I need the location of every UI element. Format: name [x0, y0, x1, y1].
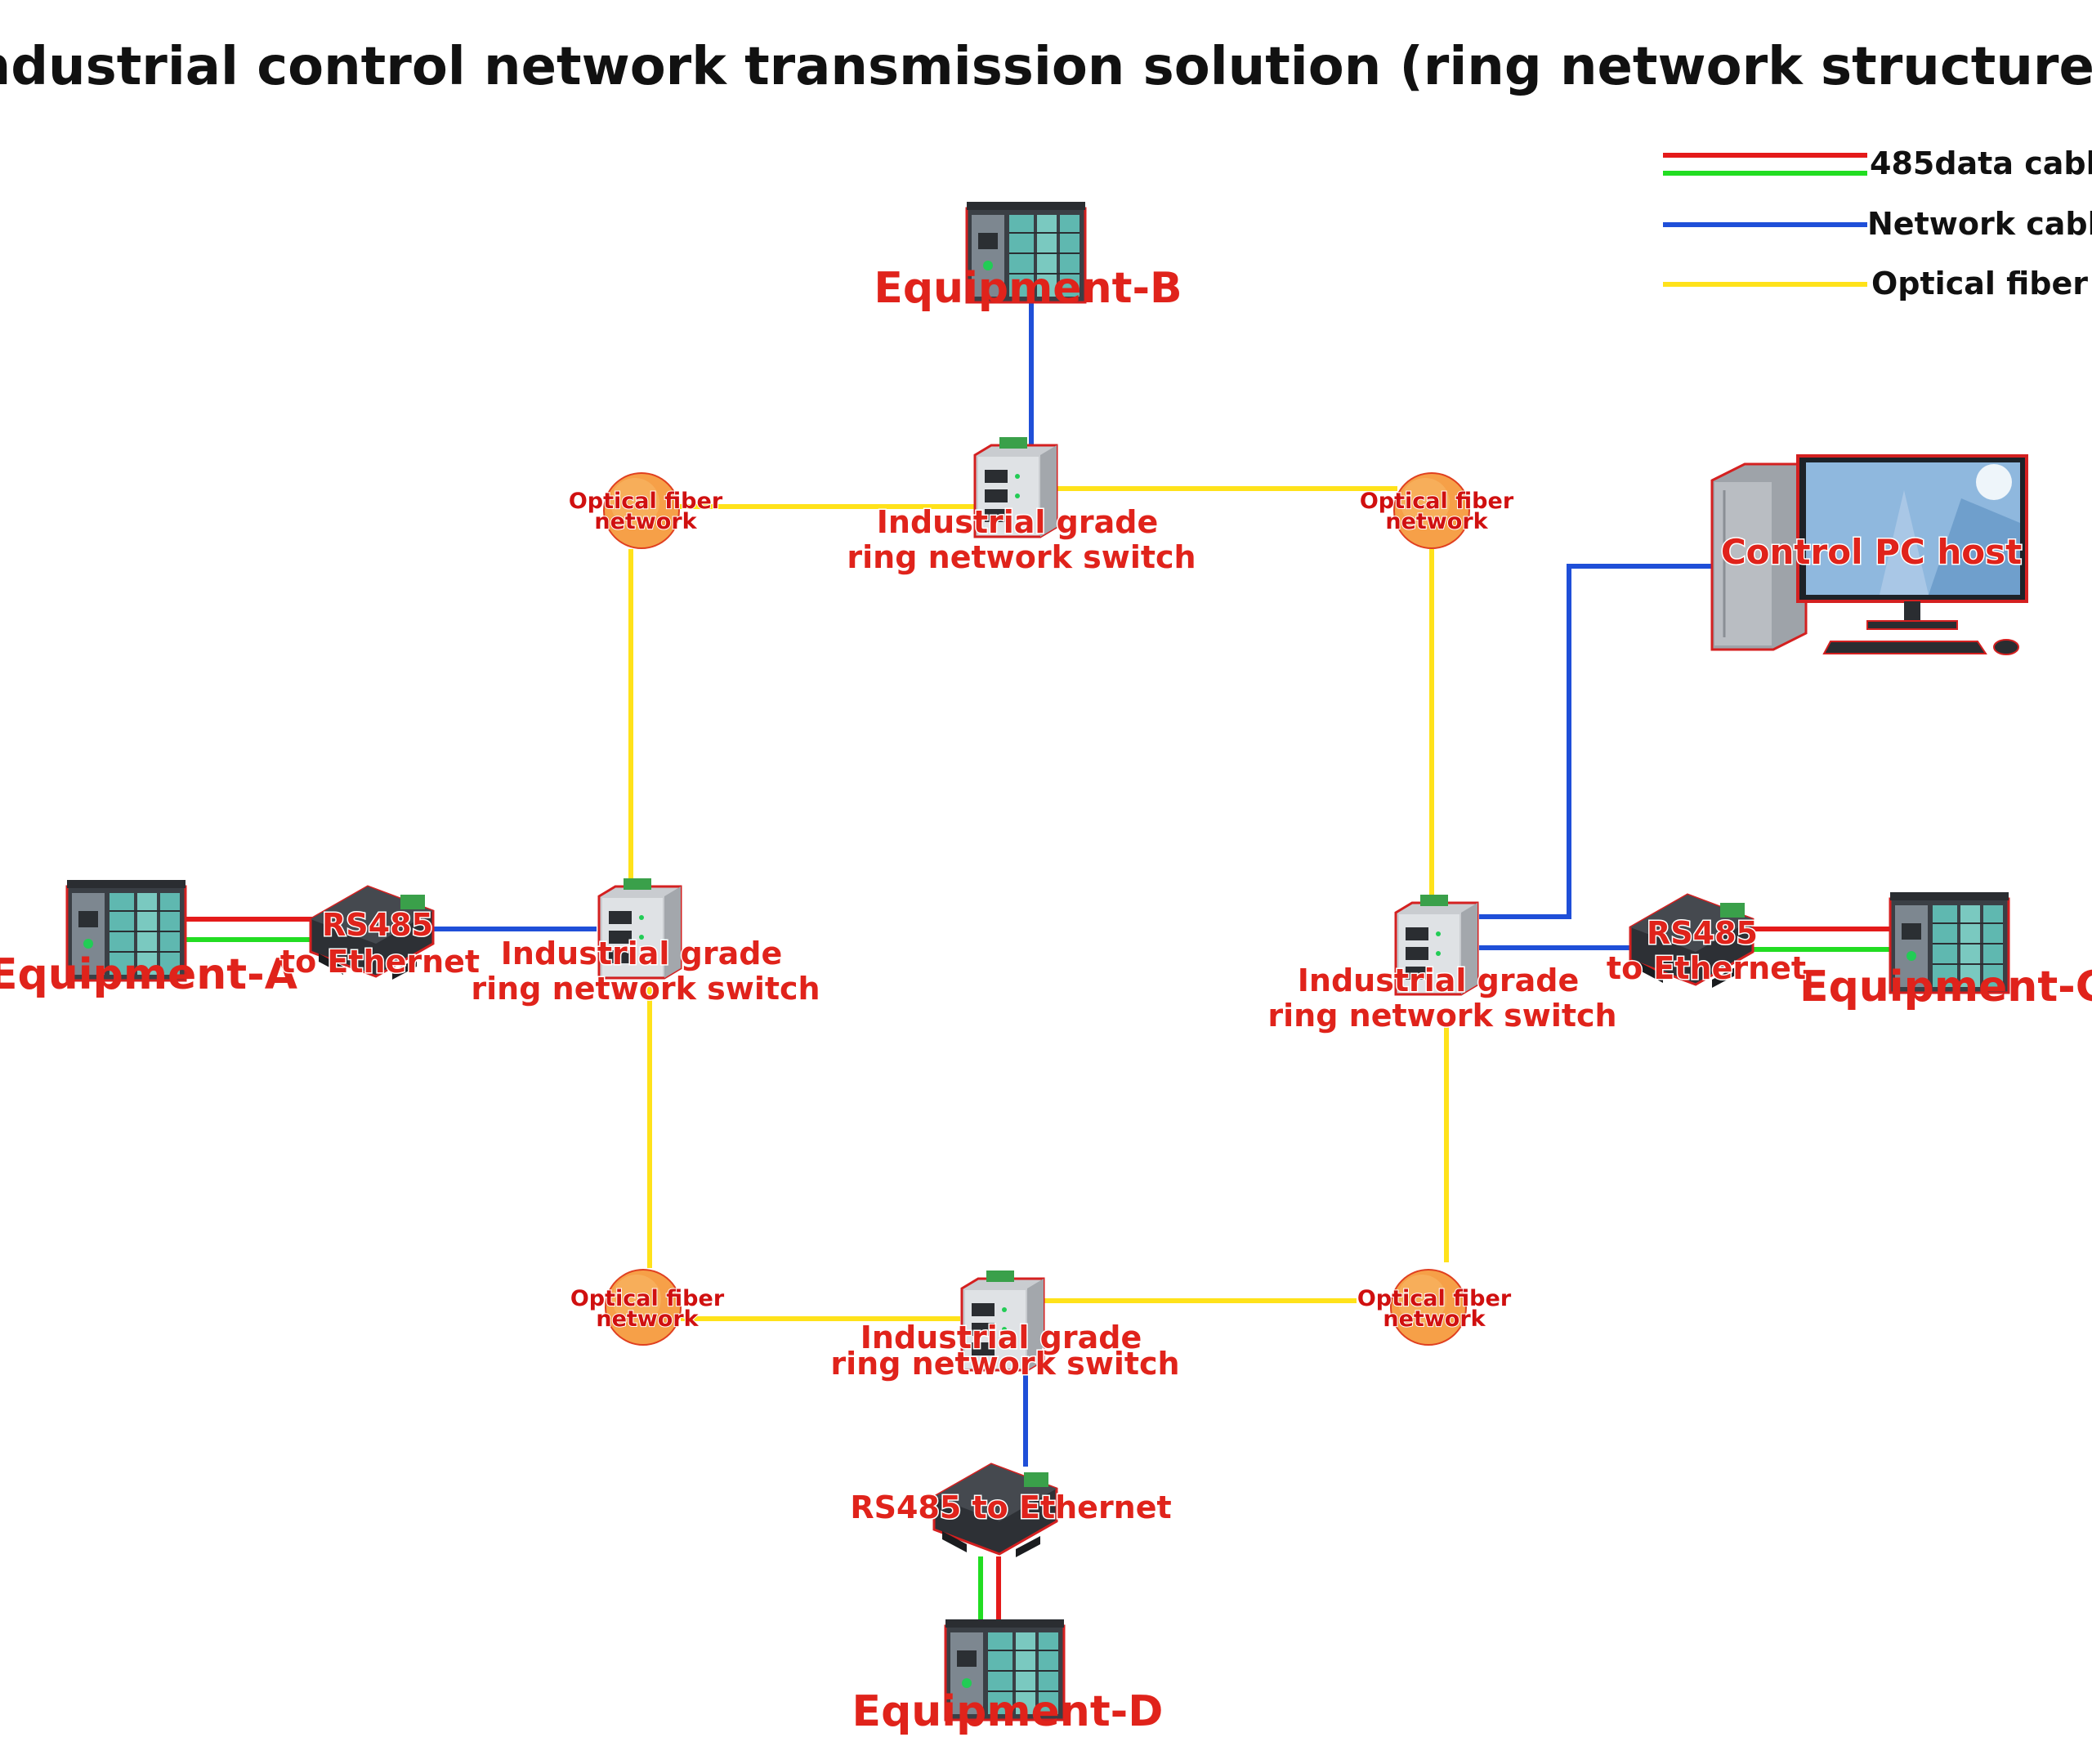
fiber-label-line1: Optical fiber — [1360, 489, 1514, 514]
equipment-c-node: Equipment-C — [1799, 891, 2092, 1012]
converter-label-line1: RS485 — [1647, 915, 1758, 951]
converter-label: RS485 to Ethernet — [850, 1489, 1171, 1525]
switch-label-line2: ring network switch — [471, 971, 820, 1007]
converter-label-line2: to Ethernet — [1607, 950, 1806, 986]
fiber-node-top-left: Optical fiber network — [568, 472, 724, 549]
control-pc-label: Control PC host — [1721, 532, 2022, 572]
converter-label-line2: to Ethernet — [280, 944, 480, 980]
switch-left: Industrial grade ring network switch — [470, 877, 821, 1008]
fiber-node-bottom-right: Optical fiber network — [1357, 1269, 1513, 1346]
switch-label-line2: ring network switch — [847, 539, 1196, 575]
legend-label: 485data cable — [1870, 145, 2092, 181]
converter-a: RS485 to Ethernet — [279, 885, 481, 981]
equipment-b-label: Equipment-B — [874, 264, 1182, 313]
fiber-label-line2: network — [594, 509, 697, 534]
fiber-node-bottom-left: Optical fiber network — [570, 1269, 726, 1346]
fiber-label-line2: network — [1385, 509, 1488, 534]
fiber-label-line2: network — [596, 1306, 699, 1332]
equipment-a-label: Equipment-A — [0, 950, 297, 999]
switch-label-line2: ring network switch — [830, 1346, 1179, 1382]
equipment-a-node: Equipment-A — [0, 878, 297, 999]
desktop-pc-icon — [1710, 454, 2028, 655]
switch-label-line1: Industrial grade — [501, 936, 782, 971]
fiber-label-line1: Optical fiber — [569, 489, 723, 514]
legend-item-485-data-cable: 485data cable — [1663, 145, 2092, 181]
switch-bottom: Industrial grade ring network switch — [829, 1269, 1181, 1383]
equipment-c-label: Equipment-C — [1799, 962, 2092, 1012]
network-cable-links — [433, 296, 1712, 1467]
page-title: Industrial control network transmission … — [0, 37, 2092, 97]
switch-label-line1: Industrial grade — [860, 1320, 1142, 1355]
equipment-d-node: Equipment-D — [852, 1618, 1164, 1736]
connections — [184, 296, 1894, 1630]
fiber-label-line2: network — [1383, 1306, 1486, 1332]
converter-label-line1: RS485 — [322, 907, 433, 943]
fiber-label-line1: Optical fiber — [1357, 1286, 1512, 1311]
net-link-control-pc — [1479, 564, 1712, 919]
switch-top: Industrial grade ring network switch — [846, 435, 1197, 577]
switch-label-line1: Industrial grade — [877, 504, 1158, 540]
switch-label-line2: ring network switch — [1267, 998, 1616, 1034]
control-pc-host: Control PC host — [1710, 454, 2028, 655]
equipment-b-node: Equipment-B — [874, 200, 1182, 313]
legend: 485data cable Network cable Optical fibe… — [1663, 145, 2092, 301]
equipment-d-label: Equipment-D — [852, 1687, 1164, 1736]
rs485-cable-links — [184, 917, 1894, 1630]
optical-fiber-links — [628, 486, 1449, 1321]
switch-label-line1: Industrial grade — [1298, 962, 1579, 998]
converter-d: RS485 to Ethernet — [849, 1463, 1173, 1559]
legend-item-network-cable: Network cable — [1663, 206, 2092, 242]
fiber-node-top-right: Optical fiber network — [1359, 472, 1515, 549]
converter-c: RS485 to Ethernet — [1605, 893, 1808, 989]
legend-label: Optical fiber — [1871, 266, 2088, 301]
switch-right: Industrial grade ring network switch — [1267, 893, 1618, 1035]
legend-item-optical-fiber: Optical fiber — [1663, 266, 2088, 301]
fiber-label-line1: Optical fiber — [570, 1286, 725, 1311]
legend-label: Network cable — [1867, 206, 2092, 242]
